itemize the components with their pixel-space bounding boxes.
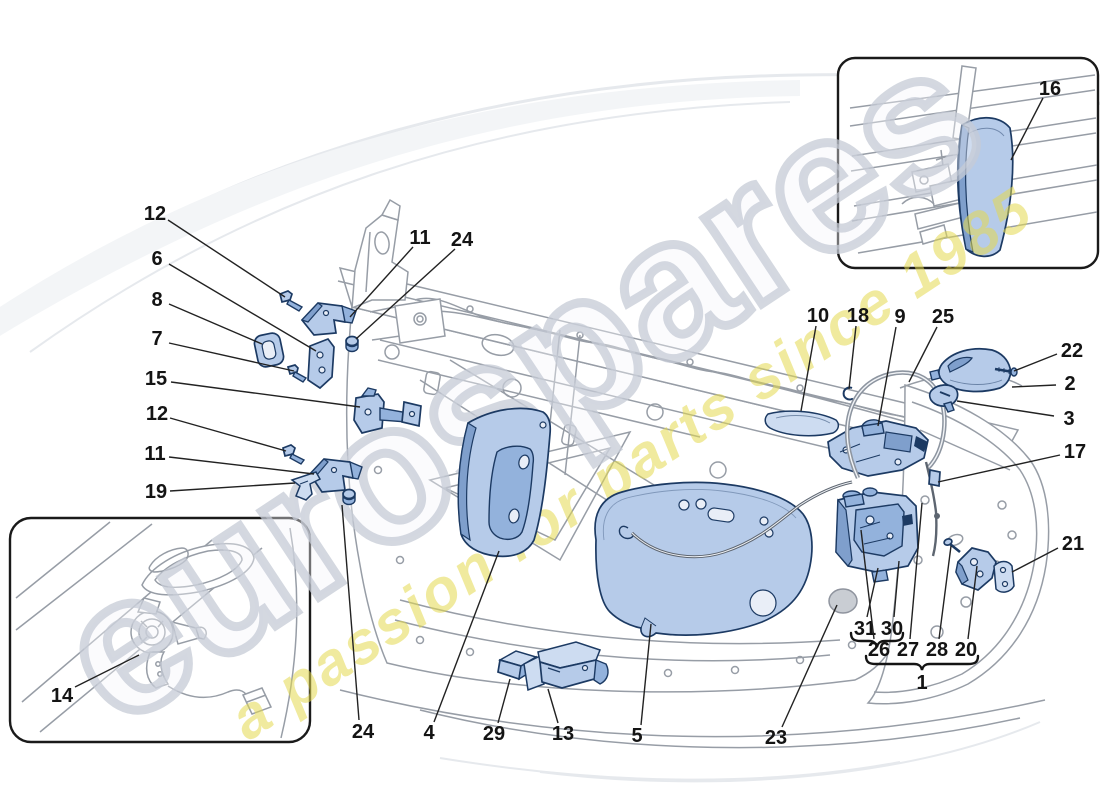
leader-line-28-31	[938, 545, 952, 640]
leader-line-13-24	[547, 688, 559, 724]
part-latch-13	[523, 641, 609, 692]
callout-label-14-20: 14	[51, 685, 74, 707]
part-screw-28	[943, 538, 961, 554]
callout-label-9-12: 9	[894, 306, 905, 328]
part-handle-trim-10	[764, 410, 840, 437]
group-caption-1: 1	[916, 672, 927, 694]
callout-label-16-19: 16	[1039, 78, 1061, 100]
callout-label-8-2: 8	[151, 289, 162, 311]
callout-label-13-24: 13	[552, 723, 574, 745]
leader-line-12-5	[169, 417, 287, 452]
part-gasket-8	[253, 332, 285, 368]
callout-label-12-0: 12	[144, 203, 166, 225]
part-check-strap-15	[353, 387, 422, 434]
leader-line-30-28	[893, 560, 900, 618]
callout-label-4-22: 4	[423, 722, 435, 744]
callout-label-11-6: 11	[144, 443, 165, 465]
part-panel-5	[594, 481, 813, 638]
callout-label-24-9: 24	[451, 229, 474, 251]
leader-line-3-16	[956, 400, 1055, 417]
leader-line-6-1	[168, 263, 317, 352]
part-grommet-23	[828, 588, 858, 614]
leader-line-24-21	[341, 504, 360, 721]
leader-line-7-3	[168, 342, 295, 372]
leader-line-31-27	[866, 567, 879, 618]
callout-label-18-11: 18	[847, 305, 869, 327]
leader-line-21-18	[1011, 547, 1059, 573]
leader-line-11-8	[349, 246, 414, 318]
callout-label-23-26: 23	[765, 727, 787, 749]
leader-line-29-23	[497, 678, 511, 724]
leader-line-22-14	[1013, 353, 1058, 372]
callout-label-12-5: 12	[146, 403, 168, 425]
callout-label-2-15: 2	[1064, 373, 1075, 395]
leader-line-11-6	[168, 456, 315, 475]
inset-door-lock-cable	[8, 516, 312, 744]
part-nut-24a	[345, 335, 359, 353]
callout-label-30-28: 30	[881, 618, 903, 640]
callout-label-26-29: 26	[868, 639, 890, 661]
leader-line-26-29	[860, 529, 875, 640]
callout-label-31-27: 31	[854, 618, 876, 640]
callout-label-15-4: 15	[145, 368, 167, 390]
part-bracket-6	[307, 337, 335, 390]
leader-line-14-20	[74, 654, 140, 688]
callout-label-25-13: 25	[932, 306, 954, 328]
part-screw-12a	[278, 290, 304, 312]
release-cable	[630, 480, 853, 559]
leader-line-23-26	[781, 604, 838, 728]
callout-label-21-18: 21	[1062, 533, 1084, 555]
leader-line-9-12	[877, 326, 897, 427]
callout-label-22-14: 22	[1061, 340, 1083, 362]
leader-line-16-19	[1010, 97, 1044, 161]
callout-label-28-31: 28	[926, 639, 948, 661]
callout-label-7-3: 7	[151, 328, 162, 350]
leader-line-15-4	[170, 381, 361, 408]
leader-line-19-7	[169, 482, 296, 492]
callout-label-3-16: 3	[1063, 408, 1074, 430]
leader-line-20-32	[967, 565, 978, 640]
callout-label-17-17: 17	[1064, 441, 1086, 463]
part-plate-21	[993, 560, 1015, 593]
leader-line-24-9	[355, 248, 456, 340]
part-plate-19	[290, 471, 322, 501]
leader-line-17-17	[937, 454, 1061, 483]
callout-label-6-1: 6	[151, 248, 162, 270]
part-panel-4	[457, 407, 552, 558]
inset-door-handle-cover	[836, 56, 1100, 270]
leader-line-27-30	[909, 502, 923, 640]
leader-line-12-0	[167, 219, 286, 298]
leader-line-10-10	[800, 325, 817, 412]
group-brace-26-27-28-20	[864, 654, 980, 671]
callout-label-27-30: 27	[897, 639, 919, 661]
callout-label-11-8: 11	[409, 227, 430, 249]
part-lock-lower-1	[835, 487, 919, 583]
part-cable-17	[924, 461, 941, 557]
part-cable-loop-25	[844, 370, 947, 479]
callout-label-19-7: 19	[145, 481, 167, 503]
part-screw-12b	[281, 444, 306, 465]
part-cover-16	[956, 117, 1014, 258]
callout-label-24-21: 24	[352, 721, 375, 743]
leader-line-25-13	[908, 326, 938, 383]
part-nut-24b	[342, 488, 356, 506]
leader-line-8-2	[168, 303, 263, 345]
leader-line-4-22	[433, 550, 500, 723]
callout-label-20-32: 20	[955, 639, 977, 661]
callout-label-29-23: 29	[483, 723, 505, 745]
part-screw-7	[286, 364, 308, 383]
callout-label-10-10: 10	[807, 305, 829, 327]
group-brace-31-30	[849, 631, 905, 648]
part-lock-barrel-14	[130, 597, 273, 715]
highlighted-parts	[253, 290, 1018, 692]
leader-line-18-11	[848, 325, 857, 390]
part-hinge-upper-11	[300, 302, 357, 336]
part-handle-2	[929, 347, 1012, 393]
callout-label-5-25: 5	[631, 725, 642, 747]
leader-line-2-15	[1011, 384, 1057, 388]
leader-line-5-25	[640, 623, 652, 726]
part-latch-3	[928, 384, 959, 413]
